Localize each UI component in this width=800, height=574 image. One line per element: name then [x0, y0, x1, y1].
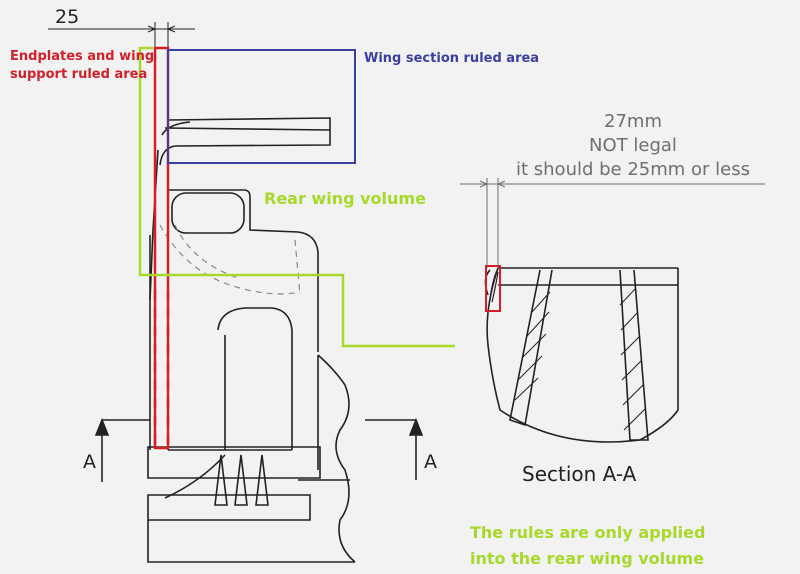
endplate-dash	[153, 290, 170, 448]
section-mark-left: A	[83, 451, 96, 473]
rules-note: The rules are only applied into the rear…	[470, 520, 705, 572]
section-title: Section A-A	[522, 462, 637, 486]
rules-note-line-2: into the rear wing volume	[470, 549, 705, 568]
endplate-note-line-1: Endplates and wing	[10, 49, 155, 64]
section-mark-right: A	[424, 451, 437, 473]
rear-wing-volume-label: Rear wing volume	[264, 189, 426, 208]
endplate-note: Endplates and wing support ruled area	[10, 48, 154, 84]
section-red-box	[485, 265, 501, 312]
section-endplate-detail	[489, 269, 499, 303]
dimension-25	[48, 22, 195, 50]
section-view	[484, 267, 679, 443]
endplate-note-line-2: support ruled area	[10, 67, 148, 82]
hidden-lines	[159, 224, 301, 296]
dimension-25-label: 25	[55, 6, 80, 28]
dimension-27mm	[460, 178, 765, 268]
section-arrow-left	[94, 417, 150, 482]
rules-note-line-1: The rules are only applied	[470, 523, 706, 542]
should-be-label: it should be 25mm or less	[515, 159, 751, 180]
section-hatching	[514, 287, 647, 431]
not-legal-label: NOT legal	[589, 135, 677, 156]
endplate-ruled-area	[153, 46, 170, 450]
dimension-27mm-value: 27mm	[604, 111, 662, 132]
dimension-27mm-label: 27mm NOT legal it should be 25mm or less	[498, 110, 768, 182]
rear-wing-volume-line	[138, 46, 455, 348]
wing-section-note: Wing section ruled area	[364, 51, 540, 66]
section-arrow-right	[365, 417, 424, 480]
wing-section-ruled-area	[167, 49, 356, 164]
